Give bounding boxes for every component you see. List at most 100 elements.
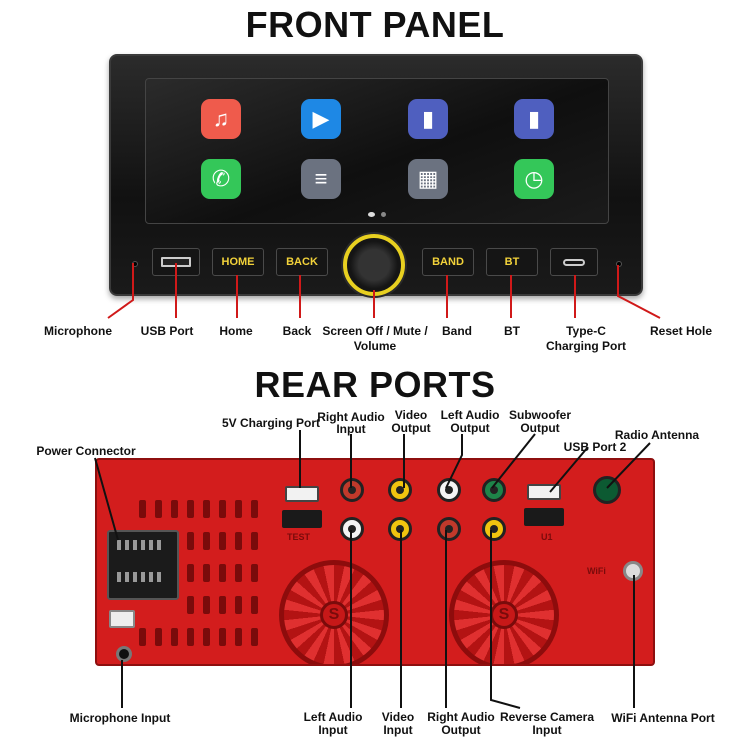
power-connector[interactable] [107, 530, 179, 600]
label-video-output-l2: Output [391, 421, 431, 435]
phone-app-icon[interactable]: ✆ [201, 159, 241, 199]
leader-power-connector [94, 457, 119, 541]
vent-slot [187, 564, 194, 582]
usb-app-icon[interactable]: ▮ [514, 99, 554, 139]
right-audio-output-jack[interactable] [437, 517, 461, 541]
label-knob-line1: Screen Off / Mute / [322, 324, 428, 338]
microphone-input-jack[interactable] [116, 646, 132, 662]
label-video-input-l2: Input [383, 723, 413, 737]
page-indicator-dot [368, 212, 375, 217]
vent-slot [171, 500, 178, 518]
music-app-icon[interactable]: ♫ [201, 99, 241, 139]
leader-radio-antenna [606, 442, 651, 489]
vent-slot [203, 596, 210, 614]
vent-slot [187, 500, 194, 518]
typec-charging-port[interactable] [550, 248, 598, 276]
video-app-icon[interactable]: ▶ [301, 99, 341, 139]
vent-slot [235, 532, 242, 550]
label-video-input-l1: Video [381, 710, 415, 724]
label-usb-port: USB Port [140, 324, 194, 338]
vent-slot [203, 564, 210, 582]
label-microphone: Microphone [44, 324, 112, 338]
vent-slot [235, 596, 242, 614]
label-band: Band [442, 324, 472, 338]
vent-slot [251, 564, 258, 582]
label-left-audio-output-l1: Left Audio [440, 408, 500, 422]
vent-slot [203, 500, 210, 518]
fan-logo: S [320, 601, 348, 629]
label-right-audio-output-l1: Right Audio [427, 710, 495, 724]
vent-slot [203, 532, 210, 550]
head-unit-front: ♫ ▶ ▮ ▮ ✆ ≡ ▦ ◷ HOME BACK BAND BT [109, 54, 643, 296]
vent-slot [235, 500, 242, 518]
leader-reverse-camera [490, 530, 521, 709]
label-bt: BT [504, 324, 520, 338]
vent-slot [219, 628, 226, 646]
usb-app-icon[interactable]: ▮ [408, 99, 448, 139]
subwoofer-output-jack[interactable] [482, 478, 506, 502]
vent-slot [235, 564, 242, 582]
label-home: Home [219, 324, 253, 338]
label-reset-hole: Reset Hole [649, 324, 713, 338]
test-block [282, 510, 322, 528]
label-right-audio-input-l1: Right Audio [317, 410, 385, 424]
vent-slot [235, 628, 242, 646]
label-left-audio-input-l1: Left Audio [303, 710, 363, 724]
leader-microphone [107, 263, 134, 319]
label-typec-line1: Type-C [566, 324, 606, 338]
label-microphone-input: Microphone Input [69, 711, 171, 725]
label-knob-line2: Volume [353, 339, 397, 353]
vent-slot [155, 500, 162, 518]
leader-reset [617, 265, 661, 319]
white-connector[interactable] [109, 610, 135, 628]
rear-ports-title: REAR PORTS [254, 364, 496, 405]
label-subwoofer-output-l1: Subwoofer [509, 408, 571, 422]
label-reverse-camera-l1: Reverse Camera [499, 710, 595, 724]
label-left-audio-input-l2: Input [318, 723, 348, 737]
calculator-app-icon[interactable]: ▦ [408, 159, 448, 199]
back-button[interactable]: BACK [276, 248, 328, 276]
equalizer-app-icon[interactable]: ≡ [301, 159, 341, 199]
usb-5v-charging-port[interactable] [285, 486, 319, 502]
label-right-audio-input-l2: Input [336, 422, 366, 436]
vent-slot [139, 500, 146, 518]
vent-slot [251, 532, 258, 550]
label-power-connector: Power Connector [36, 444, 136, 458]
vent-slot [251, 628, 258, 646]
leader-subwoofer-output [491, 433, 536, 489]
cooling-fan-left: S [279, 560, 389, 664]
vent-slot [171, 628, 178, 646]
clock-app-icon[interactable]: ◷ [514, 159, 554, 199]
cooling-fan-right: S [449, 560, 559, 664]
label-back: Back [282, 324, 312, 338]
label-video-output-l1: Video [394, 408, 428, 422]
vent-slot [187, 596, 194, 614]
vent-slot [251, 500, 258, 518]
vent-slot [219, 596, 226, 614]
label-left-audio-output-l2: Output [450, 421, 490, 435]
label-reverse-camera-l2: Input [532, 723, 562, 737]
test-label: TEST [287, 532, 311, 542]
touch-screen[interactable]: ♫ ▶ ▮ ▮ ✆ ≡ ▦ ◷ [145, 78, 609, 224]
label-right-audio-output-l2: Output [441, 723, 481, 737]
vent-slot [251, 596, 258, 614]
leader-left-audio-output [445, 434, 463, 489]
vent-slot [219, 564, 226, 582]
label-typec-line2: Charging Port [546, 339, 626, 353]
vent-slot [139, 628, 146, 646]
reverse-camera-input-jack[interactable] [482, 517, 506, 541]
radio-antenna-port[interactable] [593, 476, 621, 504]
label-usb-port-2: USB Port 2 [563, 440, 627, 454]
band-button[interactable]: BAND [422, 248, 474, 276]
label-subwoofer-output-l2: Output [520, 421, 560, 435]
vent-slot [187, 628, 194, 646]
vent-slot [219, 532, 226, 550]
wifi-label: WiFi [587, 566, 606, 576]
vent-slot [187, 532, 194, 550]
leader-usb-port-2 [549, 446, 589, 493]
u1-label: U1 [541, 532, 553, 542]
video-output-jack[interactable] [388, 478, 412, 502]
vent-slot [155, 628, 162, 646]
